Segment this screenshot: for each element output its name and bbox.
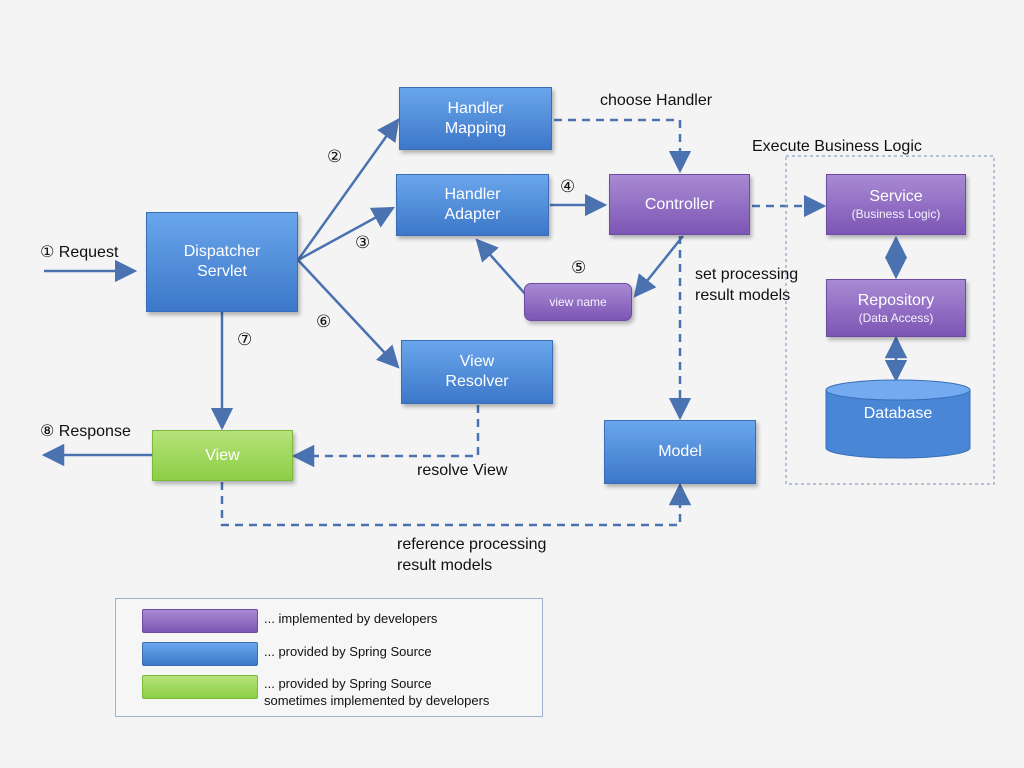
dispatcher-servlet-box: Dispatcher Servlet <box>146 212 298 312</box>
legend-swatch-developers <box>142 609 258 633</box>
view-resolver-label: View Resolver <box>445 353 509 390</box>
service-box: Service (Business Logic) <box>826 174 966 235</box>
legend-text-spring-or-developers: ... provided by Spring Source sometimes … <box>264 676 490 708</box>
step-3-marker: ③ <box>355 233 371 252</box>
dispatcher-to-handler-adapter-arrow <box>297 206 395 262</box>
step-6-marker: ⑥ <box>316 312 332 331</box>
reference-processing-label: reference processing result models <box>397 536 547 574</box>
response-label: ⑧ Response <box>40 423 131 440</box>
step-4-marker: ④ <box>560 177 576 196</box>
view-label: View <box>205 446 240 464</box>
service-sub-label: (Business Logic) <box>851 207 941 221</box>
choose-handler-label: choose Handler <box>600 92 713 109</box>
handler-mapping-box: Handler Mapping <box>399 87 552 150</box>
legend-text-developers: ... implemented by developers <box>264 611 438 626</box>
step-7-marker: ⑦ <box>237 330 253 349</box>
view-name-label: view name <box>549 294 607 309</box>
view-name-box: view name <box>524 283 632 321</box>
dispatcher-servlet-label: Dispatcher Servlet <box>183 243 261 280</box>
model-label: Model <box>658 443 702 460</box>
reference-models-dashed-arrow <box>220 482 692 527</box>
legend-swatch-spring-or-developers <box>142 675 258 699</box>
choose-handler-dashed-arrow <box>554 118 692 174</box>
execute-business-logic-label: Execute Business Logic <box>752 138 922 155</box>
step-5-marker: ⑤ <box>571 258 587 277</box>
handler-adapter-box: Handler Adapter <box>396 174 549 236</box>
business-logic-container <box>785 155 995 485</box>
database-label: Database <box>863 405 933 422</box>
view-resolver-box: View Resolver <box>401 340 553 404</box>
controller-box: Controller <box>609 174 750 235</box>
legend-swatch-spring <box>142 642 258 666</box>
repository-label: Repository <box>857 291 935 309</box>
model-box: Model <box>604 420 756 484</box>
service-label: Service <box>869 188 923 205</box>
dispatcher-to-view-resolver-arrow <box>297 259 400 369</box>
dispatcher-to-handler-mapping-arrow <box>296 118 400 261</box>
step-2-marker: ② <box>327 147 343 166</box>
repository-box: Repository (Data Access) <box>826 279 966 337</box>
handler-adapter-label: Handler Adapter <box>444 186 501 223</box>
controller-label: Controller <box>644 195 715 213</box>
repository-sub-label: (Data Access) <box>858 310 934 325</box>
resolve-view-dashed-arrow <box>291 405 480 468</box>
resolve-view-label: resolve View <box>417 462 508 479</box>
database-cylinder <box>825 379 971 459</box>
request-label: ① Request <box>40 244 119 261</box>
set-processing-label: set processing result models <box>695 266 799 304</box>
view-box: View <box>152 430 293 481</box>
controller-to-view-name-arrow <box>633 235 684 298</box>
legend: ... implemented by developers ... provid… <box>115 598 543 717</box>
view-name-to-adapter-arrow <box>475 238 528 297</box>
handler-mapping-label: Handler Mapping <box>444 99 507 137</box>
legend-text-spring: ... provided by Spring Source <box>264 644 432 659</box>
